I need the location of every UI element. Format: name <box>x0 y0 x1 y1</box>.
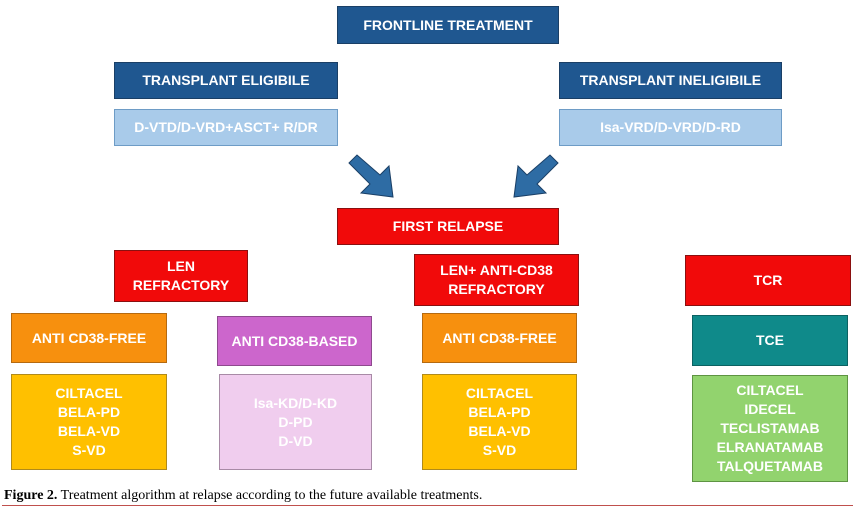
len-refractory-line-1: LEN <box>167 258 195 274</box>
len-cd38-anti-cd38-free-box: ANTI CD38-FREE <box>422 313 577 363</box>
option-item: TECLISTAMAB <box>720 420 820 436</box>
arrow-down-left-icon <box>513 154 559 198</box>
transplant-ineligible-regimen: Isa-VRD/D-VRD/D-RD <box>600 119 741 135</box>
tcr-label: TCR <box>753 272 783 288</box>
len-anti-cd38-based-options-box: Isa-KD/D-KD D-PD D-VD <box>219 374 372 470</box>
transplant-eligible-box: TRANSPLANT ELIGIBILE <box>114 62 338 99</box>
len-anti-cd38-free-label: ANTI CD38-FREE <box>31 329 147 346</box>
transplant-eligible-regimen-box: D-VTD/D-VRD+ASCT+ R/DR <box>114 109 338 146</box>
frontline-treatment-box: FRONTLINE TREATMENT <box>337 6 559 44</box>
transplant-eligible-label: TRANSPLANT ELIGIBILE <box>142 72 310 88</box>
option-item: S-VD <box>72 442 106 458</box>
len-refractory-line-2: REFRACTORY <box>132 277 230 293</box>
option-item: BELA-VD <box>57 423 121 439</box>
len-anti-cd38-refractory-box: LEN+ ANTI-CD38 REFRACTORY <box>414 254 579 306</box>
option-item: D-PD <box>278 413 313 430</box>
option-item: TALQUETAMAB <box>716 458 824 474</box>
figure-caption-text: Treatment algorithm at relapse according… <box>57 488 483 503</box>
option-item: BELA-PD <box>468 404 531 420</box>
transplant-ineligible-box: TRANSPLANT INELIGIBILE <box>559 62 782 99</box>
len-anti-cd38-refractory-line-2: REFRACTORY <box>448 281 545 297</box>
len-anti-cd38-free-options-box: CILTACEL BELA-PD BELA-VD S-VD <box>11 374 167 470</box>
transplant-eligible-regimen: D-VTD/D-VRD+ASCT+ R/DR <box>134 119 318 135</box>
figure-caption: Figure 2. Treatment algorithm at relapse… <box>4 488 852 504</box>
option-item: D-VD <box>278 432 313 449</box>
transplant-ineligible-label: TRANSPLANT INELIGIBILE <box>579 72 762 88</box>
tce-label: TCE <box>756 332 784 348</box>
arrow-down-right-icon <box>348 154 394 198</box>
option-item: BELA-PD <box>57 404 121 420</box>
len-cd38-anti-cd38-free-label: ANTI CD38-FREE <box>442 329 557 346</box>
len-refractory-box: LEN REFRACTORY <box>114 250 248 302</box>
len-cd38-anti-cd38-free-options-box: CILTACEL BELA-PD BELA-VD S-VD <box>422 374 577 470</box>
len-anti-cd38-based-label: ANTI CD38-BASED <box>231 332 358 349</box>
caption-divider <box>2 505 853 506</box>
frontline-treatment-label: FRONTLINE TREATMENT <box>363 16 533 33</box>
figure-caption-label: Figure 2. <box>4 488 58 503</box>
len-anti-cd38-based-box: ANTI CD38-BASED <box>217 316 372 366</box>
option-item: IDECEL <box>744 401 796 417</box>
first-relapse-box: FIRST RELAPSE <box>337 208 559 245</box>
option-item: Isa-KD/D-KD <box>253 394 338 411</box>
tcr-box: TCR <box>685 255 851 306</box>
tce-box: TCE <box>692 315 848 366</box>
option-item: ELRANATAMAB <box>716 439 824 455</box>
len-anti-cd38-free-box: ANTI CD38-FREE <box>11 313 167 363</box>
option-item: S-VD <box>482 442 517 458</box>
option-item: CILTACEL <box>55 385 123 401</box>
tce-options-box: CILTACEL IDECEL TECLISTAMAB ELRANATAMAB … <box>692 375 848 482</box>
len-anti-cd38-refractory-line-1: LEN+ ANTI-CD38 <box>440 262 553 278</box>
first-relapse-label: FIRST RELAPSE <box>392 218 504 234</box>
option-item: BELA-VD <box>468 423 531 439</box>
option-item: CILTACEL <box>736 382 804 398</box>
option-item: CILTACEL <box>465 385 534 401</box>
transplant-ineligible-regimen-box: Isa-VRD/D-VRD/D-RD <box>559 109 782 146</box>
